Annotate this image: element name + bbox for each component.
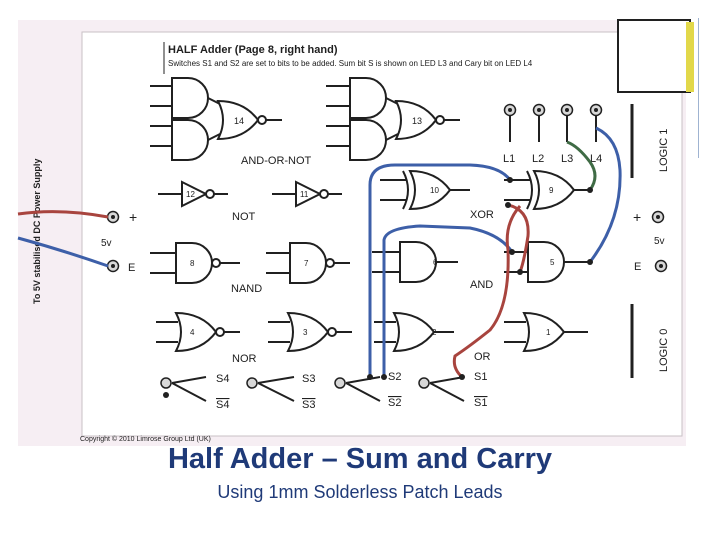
right-earth-socket[interactable] [654,259,668,273]
gate-12-not: 12 [158,181,228,207]
gate-1-number: 1 [546,328,551,337]
switch-s1-label: S1 [474,371,487,383]
gate-9-number: 9 [549,186,554,195]
lead-blue-s2-to-xor[interactable] [368,163,512,377]
led-l1-socket[interactable] [503,103,517,117]
gate-12-number: 12 [186,190,195,199]
gate-3-number: 3 [303,328,308,337]
gate-14-number: 14 [234,116,244,126]
lead-green-xor-to-l3[interactable] [566,140,597,191]
gate-5-number: 5 [550,258,555,267]
led-l2-socket[interactable] [532,103,546,117]
switch-s2[interactable]: S2 S2 [334,371,401,409]
switch-s4-label: S4 [216,373,229,385]
not-label: NOT [232,211,256,223]
switch-s3[interactable]: S3 S3 [246,373,315,411]
and-or-not-label: AND-OR-NOT [241,155,312,167]
logic1-label: LOGIC 1 [658,129,670,172]
led-l3-socket[interactable] [560,103,574,117]
slide-subtitle: Using 1mm Solderless Patch Leads [217,482,503,502]
lead-red-s1-to-and[interactable] [507,203,530,273]
led-l4-socket[interactable] [589,103,603,117]
led-l3-label: L3 [561,153,573,165]
gate-11-number: 11 [300,190,309,199]
gate-4-number: 4 [190,328,195,337]
copyright-text: Copyright © 2010 Limrose Group Ltd (UK) [80,435,211,443]
switch-s4-bar-label: S4 [216,399,229,411]
switch-s1[interactable]: S1 S1 [418,371,487,409]
switch-s1-bar-label: S1 [474,397,487,409]
left-volts-label: 5v [101,238,112,249]
decorative-rule [698,18,699,158]
gate-11-not: 11 [272,181,342,207]
gate-1-or: 1 [504,312,588,352]
and-label: AND [470,279,493,291]
slide-title: Half Adder – Sum and Carry [167,443,553,475]
right-volts-label: 5v [654,236,665,247]
gate-10-number: 10 [430,186,439,195]
right-plus-label: + [633,209,641,225]
gate-6-and: 6 [372,241,458,283]
lead-red-s1-to-xor[interactable] [452,205,522,379]
power-lead-red[interactable] [17,210,109,219]
gate-8-number: 8 [190,259,195,268]
gate-2-number: 2 [432,328,437,337]
right-earth-label: E [634,261,641,273]
gate-8-nand: 8 [150,242,240,284]
switch-s4[interactable]: S4 S4 [160,373,229,411]
gate-14-and-or-not: 14 [150,77,282,161]
gate-10-xor: 10 [380,170,470,210]
gate-4-nor: 4 [156,312,240,352]
board-heading: HALF Adder (Page 8, right hand) [168,44,338,56]
corner-tab [617,19,691,93]
switch-s2-label: S2 [388,371,401,383]
right-plus-socket[interactable] [651,210,665,224]
left-earth-label: E [128,262,135,274]
logic0-label: LOGIC 0 [658,329,670,372]
gate-6-number: 6 [433,258,438,267]
left-earth-socket[interactable] [106,259,120,273]
switch-s2-bar-label: S2 [388,397,401,409]
led-l2-label: L2 [532,153,544,165]
led-l4-label: L4 [590,153,602,165]
led-l1-label: L1 [503,153,515,165]
board-description: Switches S1 and S2 are set to bits to be… [168,59,533,68]
gate-13-number: 13 [412,116,422,126]
lead-blue-and-to-l4[interactable] [588,126,622,263]
nor-label: NOR [232,353,257,365]
left-plus-socket[interactable] [106,210,120,224]
gate-7-nand: 7 [266,242,350,284]
corner-tab-edge [686,22,694,92]
left-plus-label: + [129,209,137,225]
or-label: OR [474,351,491,363]
gate-7-number: 7 [304,259,309,268]
gate-13-and-or-not: 13 [326,77,460,161]
gate-3-nor: 3 [268,312,352,352]
lead-blue-s2-to-and[interactable] [382,224,514,377]
switch-s3-bar-label: S3 [302,399,315,411]
nand-label: NAND [231,283,262,295]
power-supply-label: To 5V stabilised DC Power Supply [32,159,42,304]
power-lead-blue[interactable] [17,236,109,268]
xor-label: XOR [470,209,494,221]
switch-s3-label: S3 [302,373,315,385]
